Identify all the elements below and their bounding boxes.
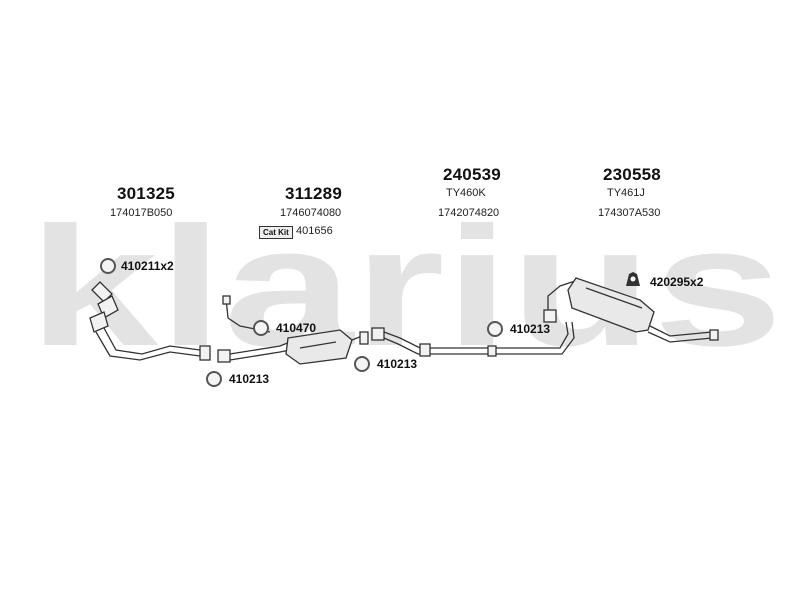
section-4-part-number: 230558 bbox=[603, 165, 661, 184]
rubber-mount-icon bbox=[626, 272, 640, 286]
gasket-ring-icon bbox=[206, 371, 222, 387]
section-2-part-number: 311289 bbox=[285, 184, 342, 203]
section-3-part-number: 240539 bbox=[443, 165, 501, 184]
section-4-ref-2: 174307A530 bbox=[598, 207, 661, 219]
section-4-ref-1: TY461J bbox=[607, 187, 645, 199]
cat-kit-badge: Cat Kit bbox=[259, 226, 293, 239]
accessory-label-3: 410213 bbox=[229, 372, 270, 386]
gasket-ring-icon bbox=[100, 258, 116, 274]
cat-kit-ref: 401656 bbox=[296, 225, 333, 237]
gasket-ring-icon bbox=[253, 320, 269, 336]
section-1-part-number: 301325 bbox=[117, 184, 175, 203]
rear-silencer bbox=[543, 277, 719, 343]
gasket-ring-icon bbox=[487, 321, 503, 337]
section-3-ref-2: 1742074820 bbox=[438, 207, 500, 219]
accessory-label-4: 410213 bbox=[377, 357, 418, 371]
section-3-ref-1: TY460K bbox=[446, 187, 486, 199]
watermark-text: klarius bbox=[28, 210, 783, 370]
section-1-ref-1: 174017B050 bbox=[110, 207, 173, 219]
accessory-label-5: 410213 bbox=[510, 322, 551, 336]
accessory-label-2: 410470 bbox=[276, 321, 317, 335]
center-pipe bbox=[371, 321, 575, 357]
section-2-ref-1: 1746074080 bbox=[280, 207, 342, 219]
accessory-label-6: 420295x2 bbox=[650, 275, 704, 289]
catalytic-converter bbox=[217, 295, 369, 365]
front-pipe bbox=[89, 281, 211, 361]
klarius-watermark: klarius bbox=[28, 210, 783, 370]
accessory-label-1: 410211x2 bbox=[121, 259, 174, 273]
gasket-ring-icon bbox=[354, 356, 370, 372]
